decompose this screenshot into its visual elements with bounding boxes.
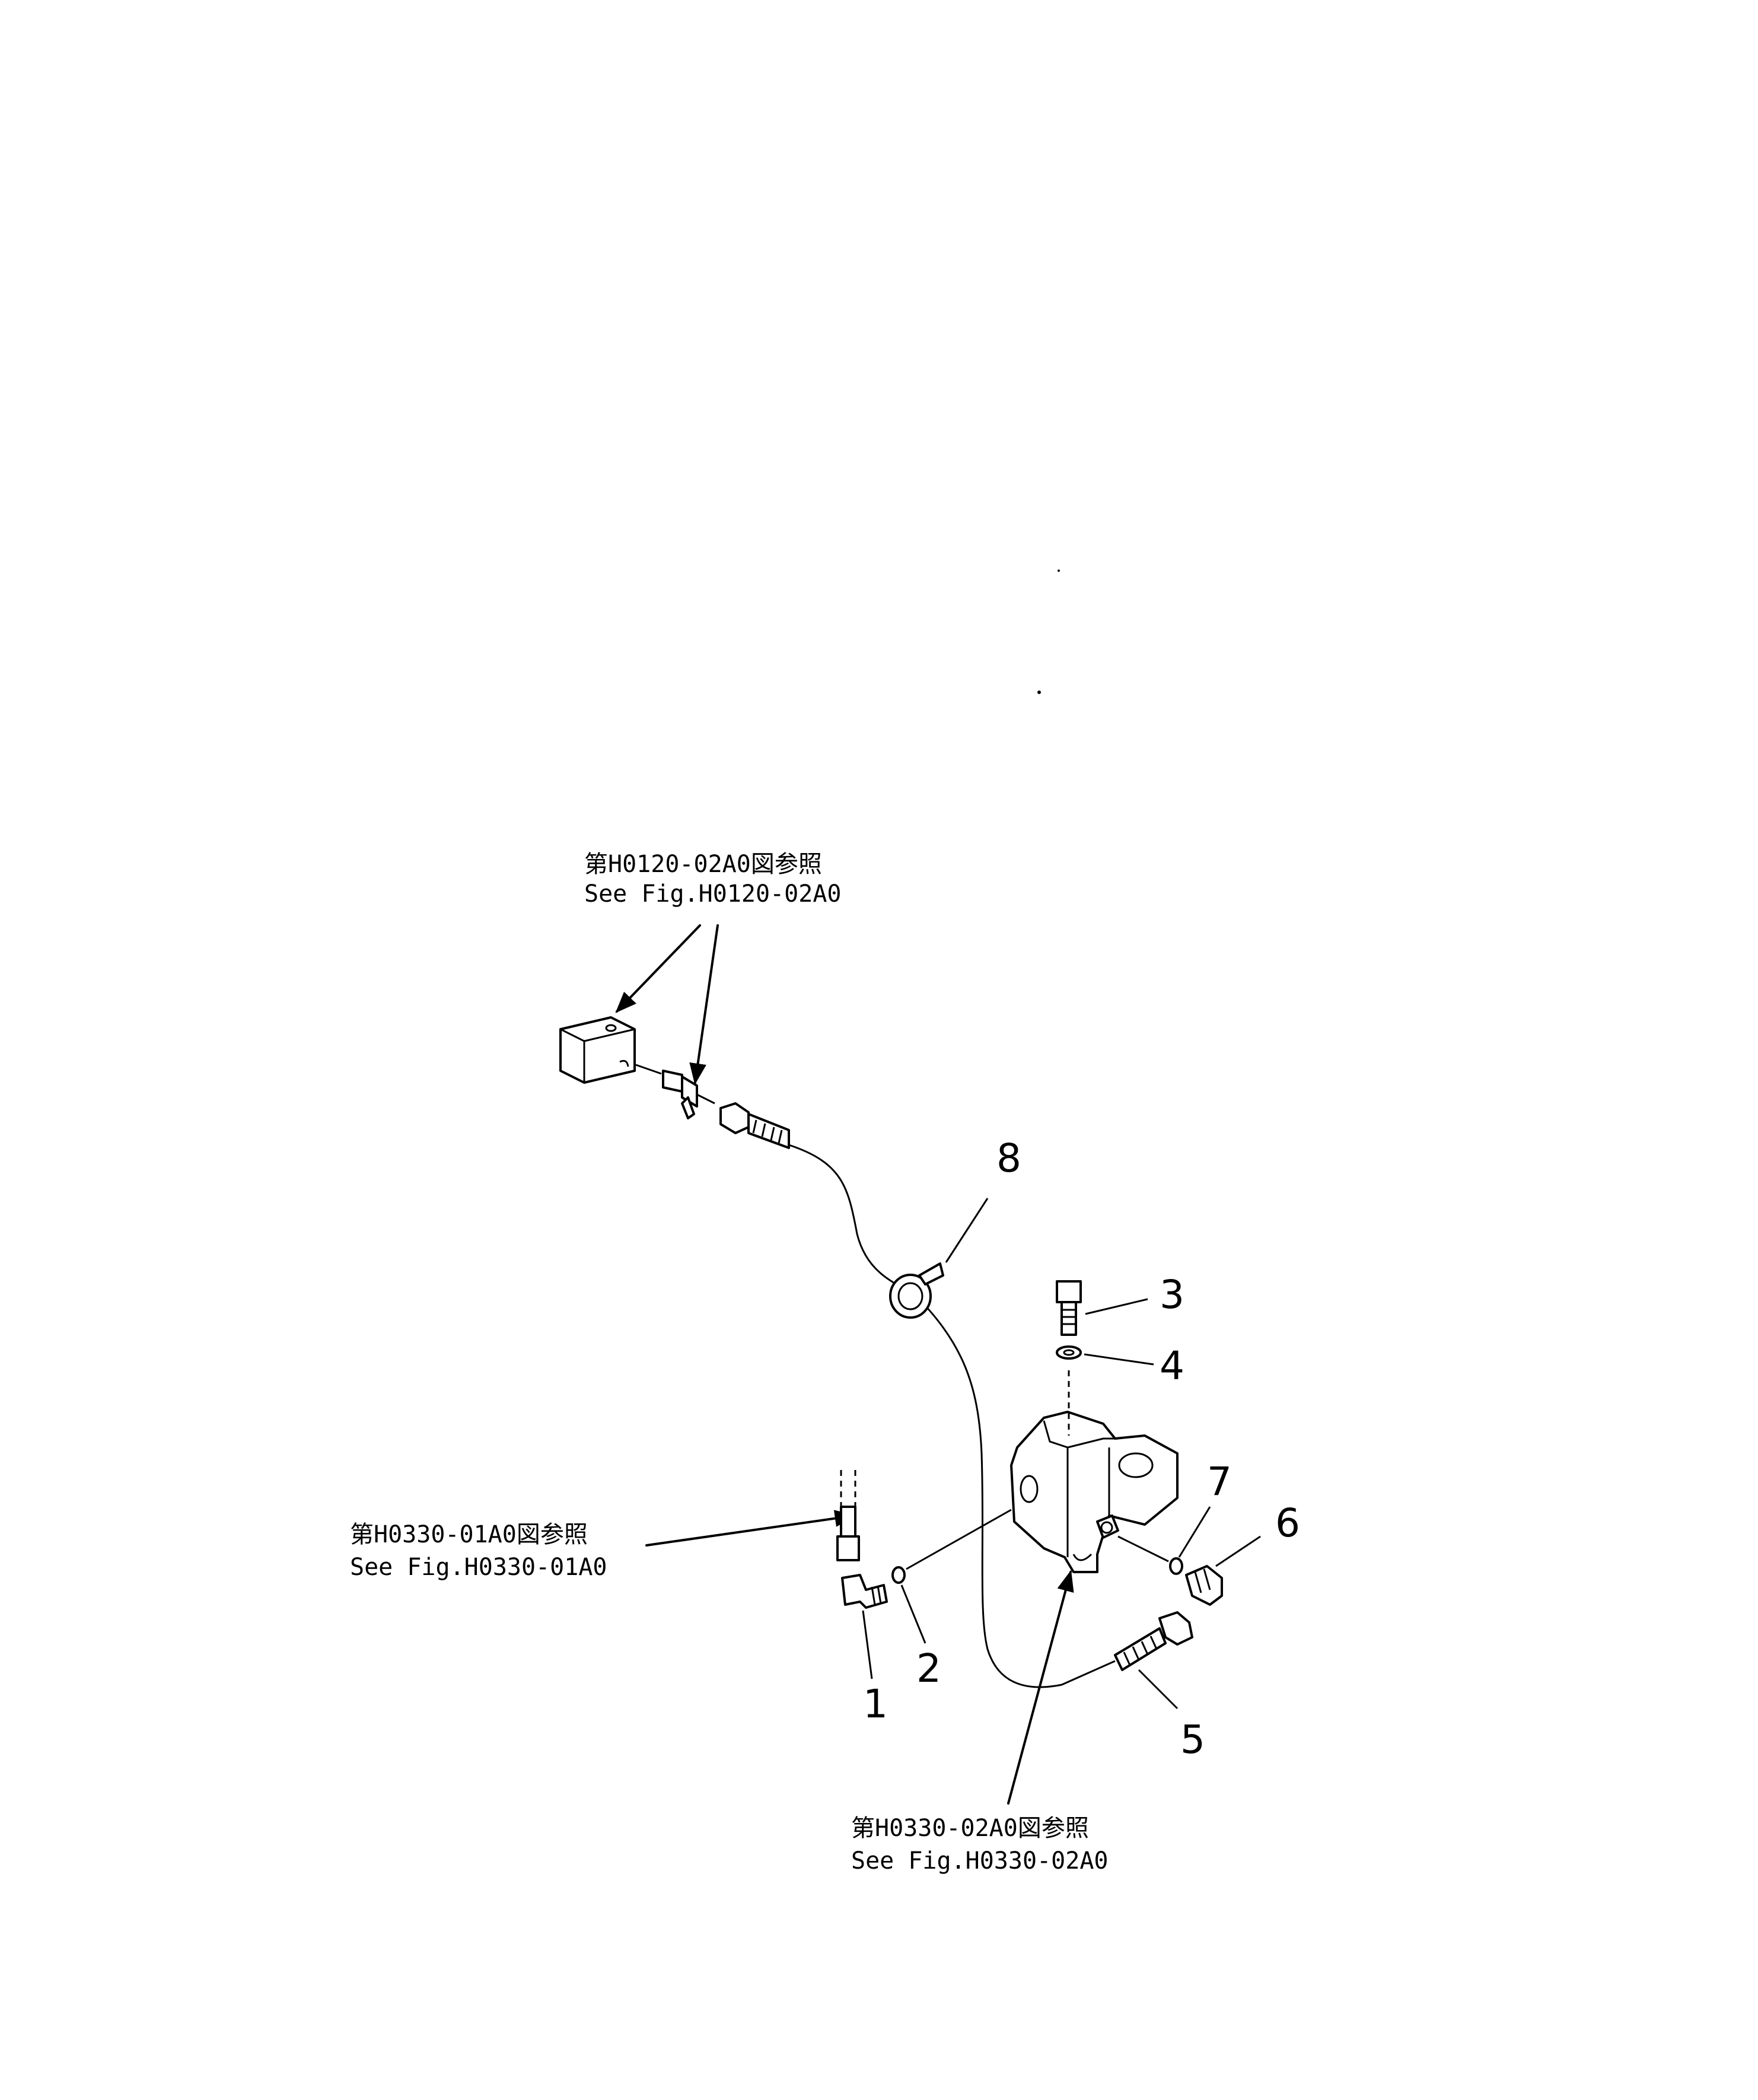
hose-clamp xyxy=(889,1262,944,1319)
arrow-to-block xyxy=(615,924,701,1013)
reference-bottom-en: See Fig.H0330-02A0 xyxy=(851,1847,1108,1875)
leader-4 xyxy=(1084,1353,1154,1366)
callout-2: 2 xyxy=(916,1646,941,1691)
leader-8 xyxy=(945,1198,989,1263)
pipe-left xyxy=(836,1470,860,1561)
reference-top: 第H0120-02A0図参照 See Fig.H0120-02A0 xyxy=(584,851,841,908)
leader-6 xyxy=(1215,1535,1261,1567)
callout-8: 8 xyxy=(996,1135,1021,1181)
o-ring-left-line xyxy=(906,1509,1012,1570)
reference-bottom: 第H0330-02A0図参照 See Fig.H0330-02A0 xyxy=(851,1815,1108,1875)
callout-1: 1 xyxy=(863,1681,888,1727)
tee-fitting xyxy=(662,1070,715,1119)
reference-top-jp: 第H0120-02A0図参照 xyxy=(584,851,822,878)
hose-fitting-bottom xyxy=(1114,1611,1193,1671)
leader-3 xyxy=(1085,1298,1148,1315)
reference-bottom-jp: 第H0330-02A0図参照 xyxy=(851,1815,1089,1842)
o-ring-right xyxy=(1169,1557,1183,1575)
washer xyxy=(1056,1345,1082,1360)
elbow-fitting-left xyxy=(841,1574,888,1609)
reference-left-jp: 第H0330-01A0図参照 xyxy=(350,1521,588,1548)
valve-body xyxy=(1010,1411,1179,1573)
block-connector xyxy=(635,1064,662,1075)
hose-line xyxy=(788,1144,1116,1688)
elbow-fitting-right xyxy=(1185,1565,1223,1606)
scan-speck xyxy=(1058,569,1060,572)
scan-speck xyxy=(1037,691,1041,694)
leader-2 xyxy=(900,1584,926,1644)
o-ring-right-line xyxy=(1117,1535,1169,1563)
callout-5: 5 xyxy=(1180,1717,1205,1762)
leader-7 xyxy=(1178,1506,1211,1558)
reference-left-en: See Fig.H0330-01A0 xyxy=(350,1554,607,1581)
hose-fitting-top xyxy=(719,1102,790,1149)
arrow-to-pipe xyxy=(645,1510,856,1547)
leader-5 xyxy=(1138,1669,1179,1710)
callout-4: 4 xyxy=(1160,1343,1184,1389)
arrow-to-tee xyxy=(689,924,719,1085)
solenoid-block xyxy=(559,1016,636,1084)
callout-3: 3 xyxy=(1160,1272,1184,1318)
callout-7: 7 xyxy=(1207,1459,1232,1504)
callout-6: 6 xyxy=(1275,1500,1300,1546)
o-ring-left xyxy=(891,1566,906,1584)
leader-1 xyxy=(862,1610,873,1679)
reference-top-en: See Fig.H0120-02A0 xyxy=(584,880,841,908)
bolt xyxy=(1056,1280,1082,1336)
reference-left: 第H0330-01A0図参照 See Fig.H0330-01A0 xyxy=(350,1521,607,1581)
